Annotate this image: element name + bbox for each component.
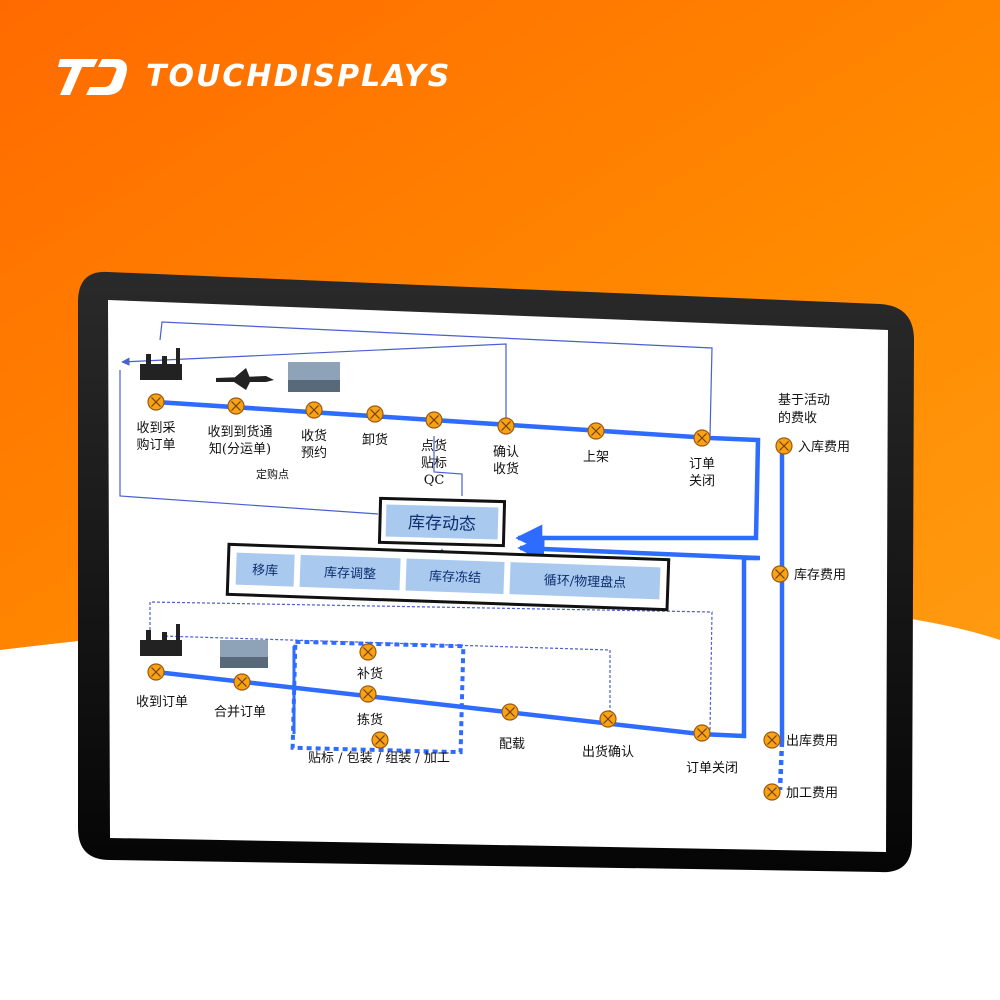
- node-label-merge: 合并订单: [214, 705, 266, 720]
- inventory-action-box: [299, 554, 401, 591]
- inventory-action-label: 循环/物理盘点: [543, 572, 626, 591]
- factory-icon: [140, 348, 182, 380]
- process-node-icon: [771, 565, 789, 583]
- node-label-ship: 出货确认: [582, 744, 634, 760]
- process-node-icon: [305, 401, 323, 419]
- node-label-close_out: 订单关闭: [686, 761, 738, 776]
- inbound-note: 定购点: [256, 467, 289, 481]
- node-label-pick: 拣货: [357, 712, 383, 728]
- process-node-icon: [599, 710, 617, 728]
- inventory-box-fill: [385, 504, 499, 540]
- inventory-actions: 移库 库存调整 库存冻结 循环/物理盘点: [235, 552, 661, 600]
- inventory-action-label: 库存冻结: [429, 568, 482, 586]
- node-label-replenish: 补货: [357, 666, 383, 682]
- fee-label: 入库费用: [798, 439, 850, 455]
- outbound-feedback-lines: [149, 601, 713, 731]
- touchdisplays-logo-icon: [58, 59, 127, 95]
- node-label-load: 配载: [499, 737, 525, 752]
- process-node-icon: [359, 685, 377, 703]
- warehouse-icon: [220, 640, 268, 668]
- inventory-title: 库存动态: [408, 513, 477, 535]
- inventory-action-label: 移库: [252, 562, 279, 579]
- process-node-icon: [371, 731, 389, 749]
- process-node-icon: [147, 393, 165, 411]
- node-label-po: 收到采购订单: [136, 421, 175, 453]
- brand-name: TOUCHDISPLAYS: [146, 58, 452, 94]
- node-label-confirm: 确认收货: [493, 445, 519, 477]
- fee-label: 加工费用: [786, 786, 838, 801]
- process-node-icon: [763, 731, 781, 749]
- process-node-icon: [763, 783, 781, 801]
- inbound-feedback-lines: [119, 321, 713, 515]
- node-label-so: 收到订单: [136, 695, 188, 710]
- vas-label: 贴标 / 包装 / 组装 / 加工: [308, 751, 450, 766]
- process-node-icon: [425, 411, 443, 429]
- vas-box: [290, 639, 466, 755]
- inventory-action-box: [509, 562, 661, 600]
- process-node-icon: [693, 429, 711, 447]
- process-node-icon: [693, 724, 711, 742]
- fee-label: 库存费用: [794, 567, 846, 583]
- node-label-asn: 收到到货通知(分运单): [207, 424, 272, 457]
- fees-title: 的费收: [778, 410, 817, 426]
- fees-title: 基于活动: [778, 393, 830, 408]
- node-label-appt: 收货预约: [301, 428, 327, 461]
- node-label-unload: 卸货: [362, 432, 388, 448]
- process-node-icon: [775, 437, 793, 455]
- brand: TOUCHDISPLAYS: [56, 52, 451, 100]
- node-label-putaway: 上架: [583, 450, 609, 465]
- node-label-close_in: 订单关闭: [689, 457, 715, 489]
- process-node-icon: [233, 673, 251, 691]
- warehouse-icon: [288, 362, 340, 392]
- process-node-icon: [587, 422, 605, 440]
- factory-icon: [140, 624, 182, 656]
- process-node-icon: [366, 405, 384, 423]
- process-node-icon: [147, 663, 165, 681]
- process-node-icon: [497, 417, 515, 435]
- process-node-icon: [359, 643, 377, 661]
- airplane-icon: [216, 368, 274, 390]
- inventory-action-label: 库存调整: [324, 565, 377, 583]
- process-node-icon: [227, 397, 245, 415]
- process-node-icon: [501, 703, 519, 721]
- inventory-action-box: [235, 552, 295, 587]
- fee-label: 出库费用: [786, 733, 838, 749]
- inventory-action-box: [405, 558, 505, 594]
